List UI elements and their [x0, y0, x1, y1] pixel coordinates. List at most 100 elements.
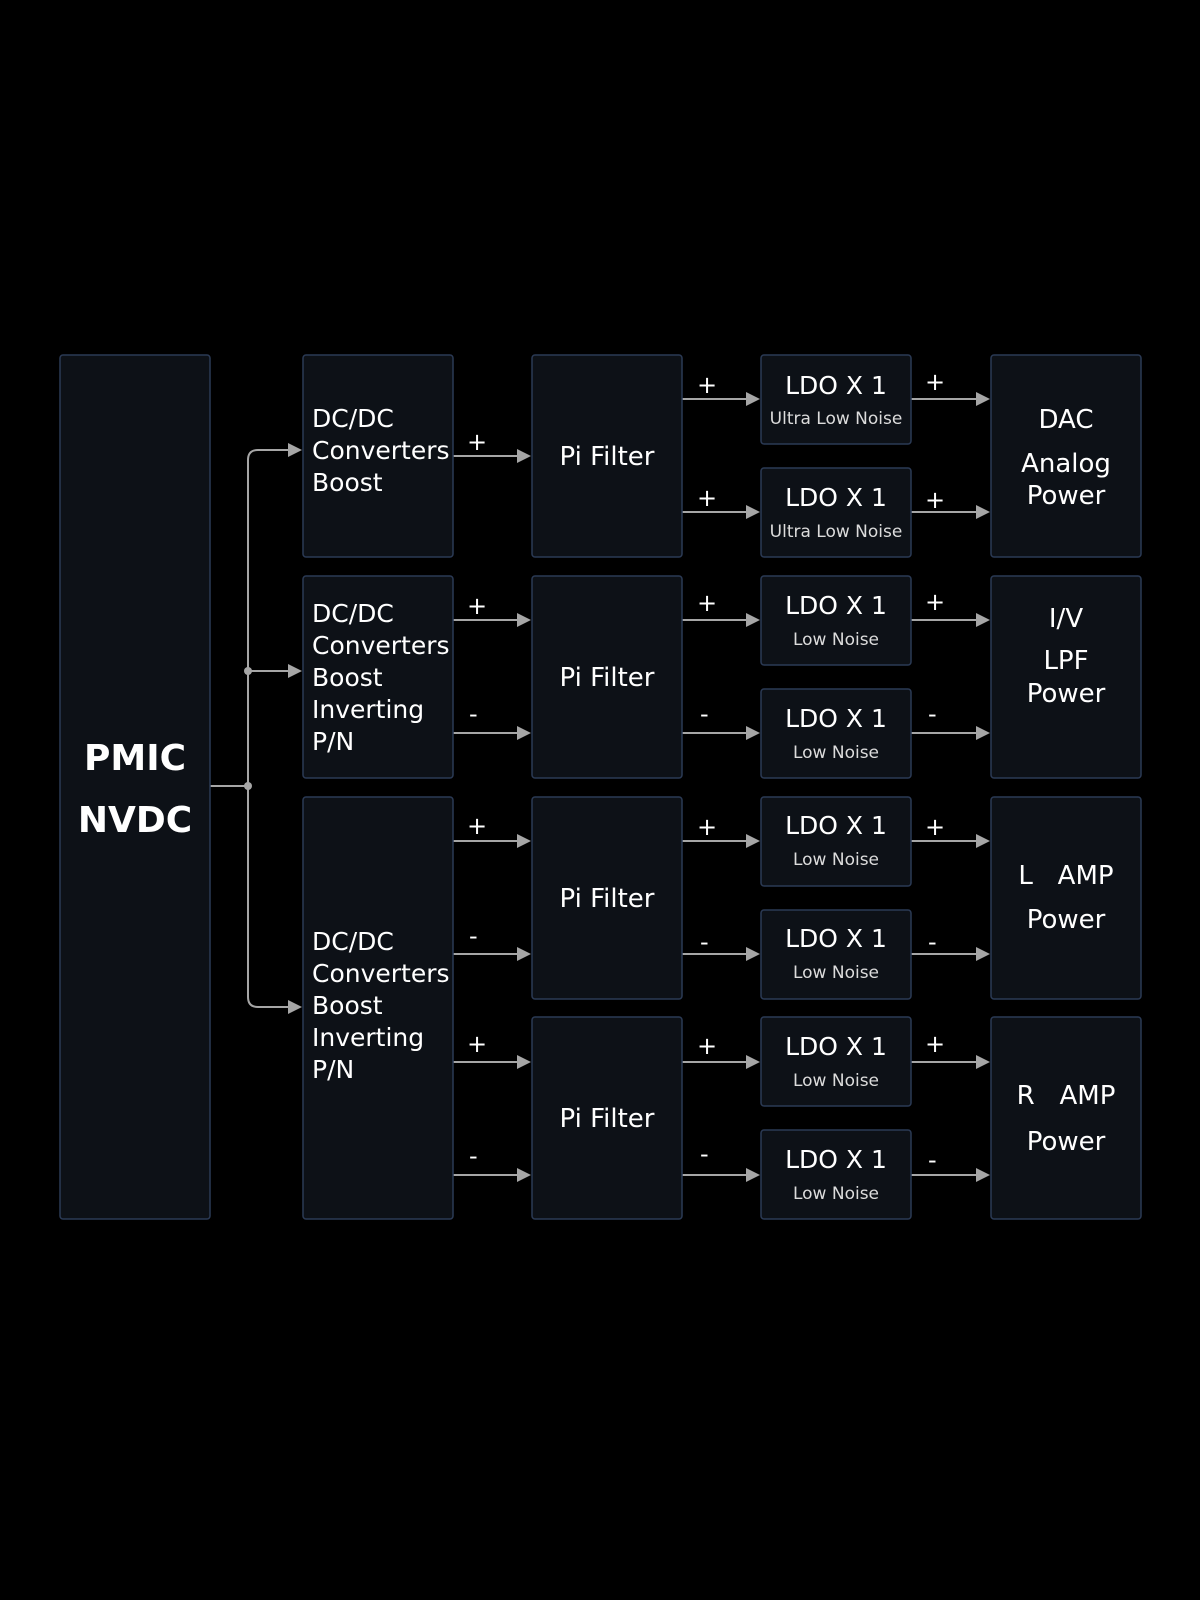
polarity-plus: +	[467, 812, 487, 840]
ldo-box	[760, 688, 912, 779]
output-label-line: I/V	[1049, 604, 1083, 634]
dcdc-label-line: DC/DC	[312, 599, 394, 628]
arrowhead	[746, 613, 760, 627]
arrowhead	[746, 726, 760, 740]
arrowhead	[976, 947, 990, 961]
output-label-line: Power	[1027, 905, 1106, 935]
arrowhead	[976, 834, 990, 848]
pi-filter-label: Pi Filter	[560, 1104, 655, 1134]
ldo-box	[760, 796, 912, 887]
ldo-title: LDO X 1	[785, 811, 887, 840]
ldo-subtitle: Low Noise	[793, 850, 879, 870]
output-label-line: Power	[1027, 1127, 1106, 1157]
ldo-subtitle: Low Noise	[793, 630, 879, 650]
arrowhead	[288, 664, 302, 678]
ldo-box	[760, 1129, 912, 1220]
polarity-minus: -	[928, 1146, 937, 1174]
polarity-plus: +	[697, 813, 717, 841]
pi-filter-3: Pi Filter	[531, 796, 683, 1000]
ldo-subtitle: Ultra Low Noise	[770, 409, 903, 429]
dcdc-converter-2: DC/DC Converters Boost Inverting P/N	[302, 575, 454, 779]
output-box	[990, 796, 1142, 1000]
dcdc-label-line: Inverting	[312, 1023, 424, 1052]
arrowhead	[517, 834, 531, 848]
ldo-6: LDO X 1 Low Noise	[760, 909, 912, 1000]
polarity-minus: -	[469, 1142, 478, 1170]
polarity-plus: +	[467, 1030, 487, 1058]
polarity-plus: +	[697, 589, 717, 617]
polarity-plus: +	[697, 484, 717, 512]
polarity-plus: +	[925, 486, 945, 514]
pi-filter-box	[531, 575, 683, 779]
dcdc-label-line: Boost	[312, 468, 383, 497]
pi-filter-label: Pi Filter	[560, 884, 655, 914]
output-label-line: Analog	[1021, 449, 1111, 479]
output-dac-analog-power: DAC Analog Power	[990, 354, 1142, 558]
polarity-plus: +	[697, 371, 717, 399]
arrowhead	[517, 613, 531, 627]
dcdc-box	[302, 575, 454, 779]
bus-junction-1	[244, 667, 252, 675]
polarity-minus: -	[700, 1140, 709, 1168]
dcdc-converter-3: DC/DC Converters Boost Inverting P/N	[302, 796, 454, 1220]
arrowhead	[288, 1000, 302, 1014]
arrowhead	[517, 1168, 531, 1182]
output-label-line: Power	[1027, 481, 1106, 511]
dcdc-box	[302, 354, 454, 558]
output-label-line: R AMP	[1017, 1081, 1116, 1111]
pmic-label-line-2: NVDC	[78, 800, 192, 841]
polarity-plus: +	[697, 1032, 717, 1060]
ldo-8: LDO X 1 Low Noise	[760, 1129, 912, 1220]
output-l-amp-power: L AMP Power	[990, 796, 1142, 1000]
dcdc-label-line: Boost	[312, 991, 383, 1020]
dcdc-box	[302, 796, 454, 1220]
arrowhead	[976, 726, 990, 740]
arrowhead	[746, 947, 760, 961]
wires	[210, 398, 977, 1176]
polarity-minus: -	[928, 700, 937, 728]
polarity-minus: -	[700, 928, 709, 956]
arrowhead	[517, 726, 531, 740]
pmic-block: PMIC NVDC	[59, 354, 211, 1220]
pmic-label-line-1: PMIC	[84, 738, 186, 779]
output-box	[990, 354, 1142, 558]
output-label-line: Power	[1027, 679, 1106, 709]
ldo-title: LDO X 1	[785, 1032, 887, 1061]
arrowhead	[517, 449, 531, 463]
dcdc-label-line: Converters	[312, 436, 450, 465]
dcdc-label-line: P/N	[312, 727, 354, 756]
ldo-4: LDO X 1 Low Noise	[760, 688, 912, 779]
pi-filter-2: Pi Filter	[531, 575, 683, 779]
polarity-minus: -	[700, 700, 709, 728]
ldo-box	[760, 575, 912, 666]
pi-filter-1: Pi Filter	[531, 354, 683, 558]
output-iv-lpf-power: I/V LPF Power	[990, 575, 1142, 779]
arrowhead	[746, 834, 760, 848]
ldo-box	[760, 909, 912, 1000]
ldo-title: LDO X 1	[785, 591, 887, 620]
ldo-subtitle: Low Noise	[793, 1184, 879, 1204]
polarity-minus: -	[469, 700, 478, 728]
pi-filter-4: Pi Filter	[531, 1016, 683, 1220]
ldo-2: LDO X 1 Ultra Low Noise	[760, 467, 912, 558]
output-r-amp-power: R AMP Power	[990, 1016, 1142, 1220]
dcdc-label-line: DC/DC	[312, 404, 394, 433]
ldo-3: LDO X 1 Low Noise	[760, 575, 912, 666]
polarity-minus: -	[928, 928, 937, 956]
arrowhead	[976, 1055, 990, 1069]
arrowhead	[517, 1055, 531, 1069]
dcdc-label-line: Boost	[312, 663, 383, 692]
dcdc-label-line: Converters	[312, 959, 450, 988]
output-label-line: LPF	[1043, 646, 1088, 676]
pi-filter-label: Pi Filter	[560, 442, 655, 472]
bus-junction-2	[244, 782, 252, 790]
ldo-1: LDO X 1 Ultra Low Noise	[760, 354, 912, 445]
ldo-box	[760, 354, 912, 445]
pi-filter-box	[531, 1016, 683, 1220]
pmic-box	[59, 354, 211, 1220]
polarity-plus: +	[925, 368, 945, 396]
dcdc-label-line: P/N	[312, 1055, 354, 1084]
polarity-plus: +	[925, 1030, 945, 1058]
ldo-5: LDO X 1 Low Noise	[760, 796, 912, 887]
pi-filter-box	[531, 796, 683, 1000]
